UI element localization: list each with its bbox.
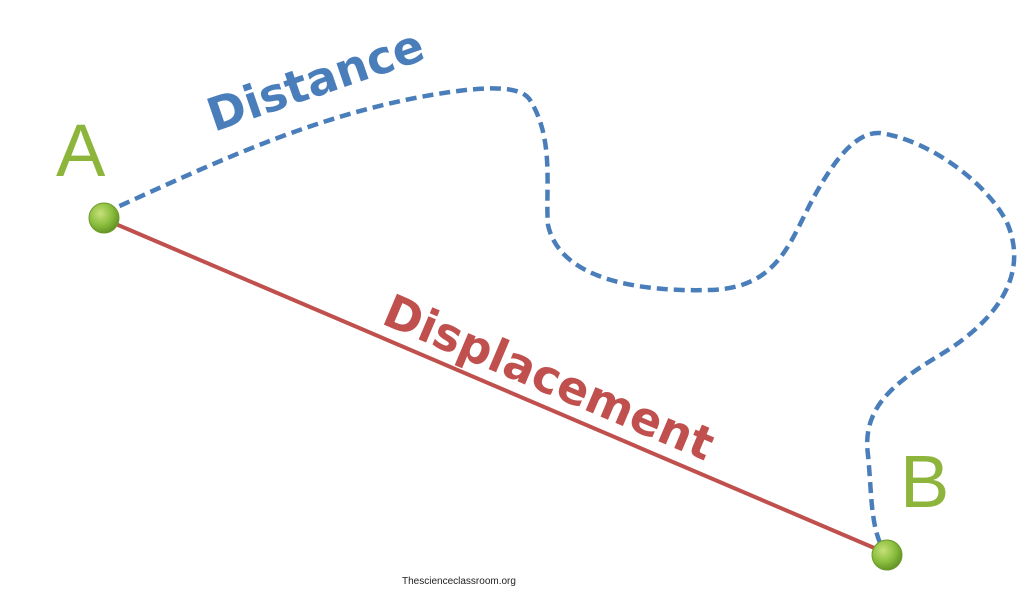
- displacement-line: [103, 217, 887, 555]
- point-b-marker: [871, 539, 903, 571]
- point-a-marker: [88, 202, 120, 234]
- point-b-label: B: [900, 440, 949, 523]
- point-a-label: A: [56, 109, 106, 192]
- displacement-label: Displacement: [376, 283, 722, 471]
- credit-text: Thescienceclassroom.org: [402, 576, 516, 587]
- distance-path: [103, 86, 1017, 555]
